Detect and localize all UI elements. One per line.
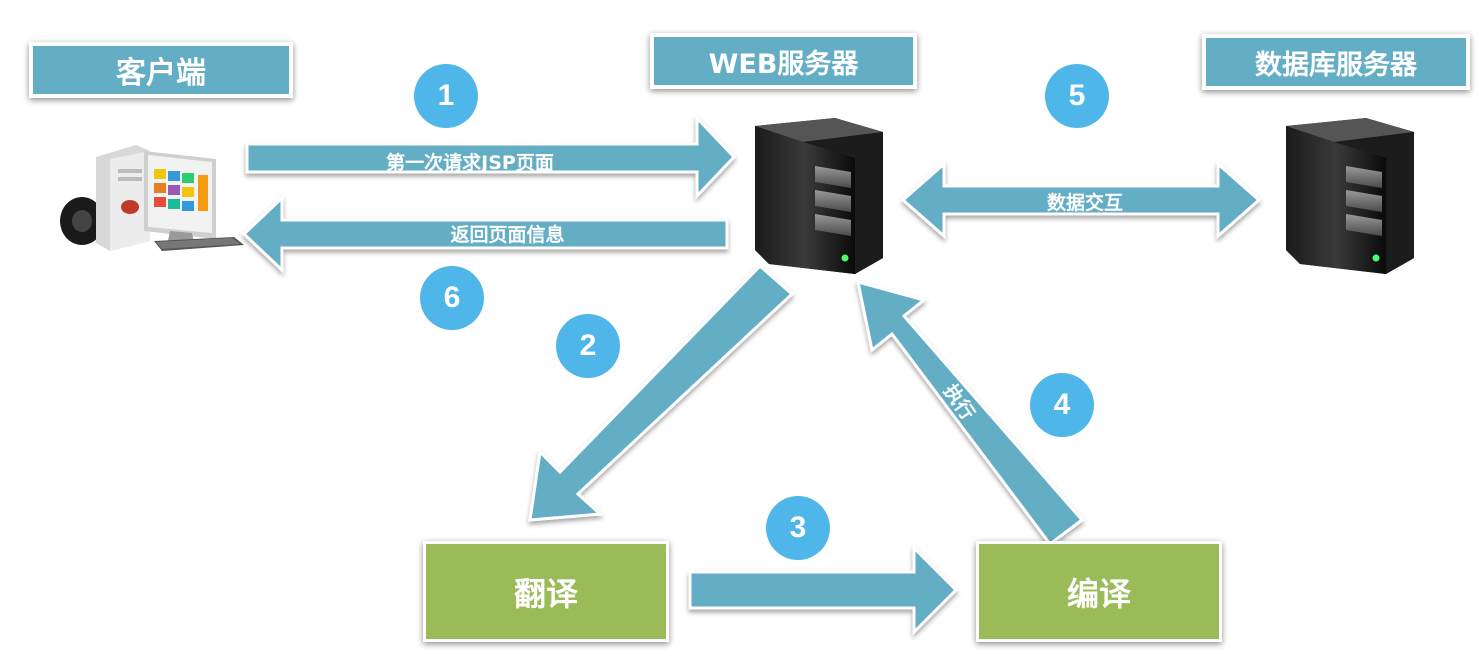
first-request-label: 第一次请求JSP页面 — [386, 152, 554, 174]
client-label: 客户端 — [29, 42, 293, 98]
arrow-compile — [688, 544, 959, 636]
arrow-first-request — [245, 114, 737, 200]
arrow-data-exchange — [900, 160, 1262, 240]
step-badge-5: 5 — [1045, 64, 1109, 128]
step-badge-2: 2 — [556, 314, 620, 378]
return-page-label: 返回页面信息 — [450, 224, 565, 246]
step-badge-4: 4 — [1030, 373, 1094, 437]
web-server-label: WEB服务器 — [650, 33, 917, 89]
step-badge-6: 6 — [420, 266, 484, 330]
step-badge-1: 1 — [414, 64, 478, 128]
compile-box: 编译 — [976, 541, 1222, 642]
data-exchange-label: 数据交互 — [1046, 192, 1123, 214]
client-computer-icon — [60, 145, 244, 251]
web-server-icon — [755, 118, 883, 274]
arrow-return-page — [241, 194, 729, 274]
db-server-label: 数据库服务器 — [1202, 34, 1470, 90]
arrow-execute — [856, 279, 1085, 547]
translate-box: 翻译 — [423, 541, 669, 642]
arrow-translate — [528, 263, 795, 522]
step-badge-3: 3 — [766, 496, 830, 560]
db-server-icon — [1286, 118, 1414, 274]
